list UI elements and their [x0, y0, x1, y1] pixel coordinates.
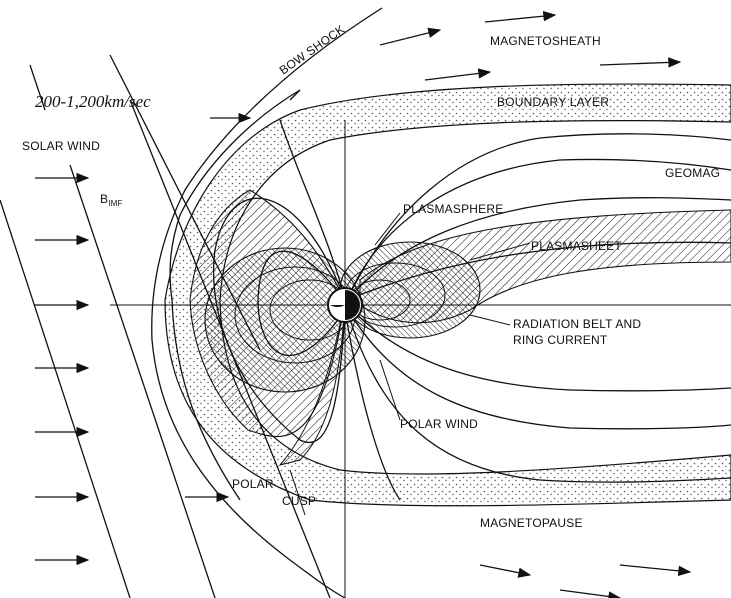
polar-label: POLAR: [232, 477, 274, 491]
magnetosheath-arrows: [289, 10, 692, 598]
plasmasphere-label: PLASMASPHERE: [403, 202, 503, 216]
polar-wind-label: POLAR WIND: [400, 417, 478, 431]
label-leaders: [289, 212, 531, 516]
magnetosheath-label: MAGNETOSHEATH: [490, 34, 601, 48]
magnetopause-label: MAGNETOPAUSE: [480, 516, 583, 530]
nightside-field-lines: [346, 133, 731, 483]
bow-shock-curve: [151, 7, 383, 598]
bow-shock-label: BOW SHOCK: [277, 22, 348, 77]
bow-shock-inner-curve: [169, 89, 301, 501]
speed-label: 200-1,200km/sec: [35, 92, 151, 111]
b-imf-label: BIMF: [100, 192, 123, 208]
ring-current-label: RING CURRENT: [513, 333, 608, 347]
boundary-layer-label: BOUNDARY LAYER: [497, 95, 609, 109]
earth: [327, 287, 363, 323]
cusp-label: CUSP: [282, 494, 316, 508]
radiation-belt-label: RADIATION BELT AND: [513, 317, 641, 331]
geomag-label: GEOMAG: [665, 166, 720, 180]
solar-wind-label: SOLAR WIND: [22, 139, 100, 153]
plasmasheet-label: PLASMASHEET: [531, 239, 622, 253]
b-imf-subscript: IMF: [108, 199, 122, 208]
plasmasphere-region: [339, 241, 481, 339]
b-imf-main: B: [100, 192, 108, 206]
dayside-field-lines: [212, 119, 401, 501]
solar-wind-arrows: [35, 112, 252, 566]
